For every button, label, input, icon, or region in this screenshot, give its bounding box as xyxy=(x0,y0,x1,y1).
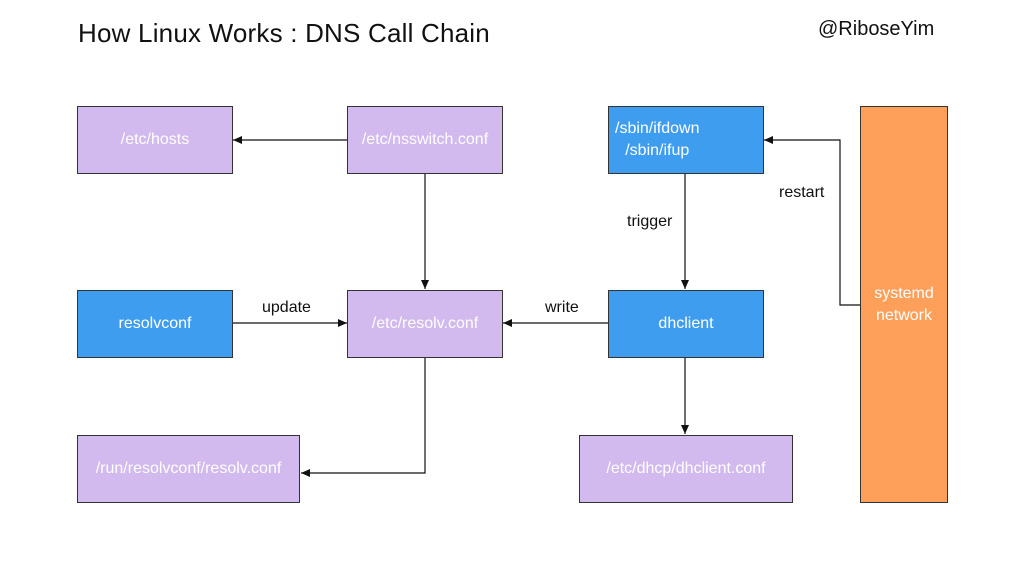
node-sbin-line-2: /sbin/ifup xyxy=(625,142,690,159)
arrow-systemd-to-sbin xyxy=(764,136,860,306)
node-systemd-line-2: network xyxy=(875,306,932,324)
arrow-resolv-to-run xyxy=(301,357,426,477)
node-systemd-line-1: systemd xyxy=(874,284,934,302)
node-resolv-conf: /etc/resolv.conf xyxy=(347,290,503,358)
node-etc-hosts-label: /etc/hosts xyxy=(120,131,190,148)
edge-label-write: write xyxy=(545,299,579,316)
node-sbin-ifdown-ifup: /sbin/ifdown /sbin/ifup xyxy=(608,106,764,174)
node-etc-hosts: /etc/hosts xyxy=(77,106,233,174)
node-resolvconf-label: resolvconf xyxy=(118,315,192,332)
edge-label-restart: restart xyxy=(779,184,825,201)
node-run-resolv-conf-label: /run/resolvconf/resolv.conf xyxy=(95,460,282,477)
node-nsswitch: /etc/nsswitch.conf xyxy=(347,106,503,174)
author-handle: @RiboseYim xyxy=(818,18,935,40)
node-dhclient-label: dhclient xyxy=(658,315,714,332)
node-resolv-conf-label: /etc/resolv.conf xyxy=(371,315,479,332)
edge-label-update: update xyxy=(262,299,311,316)
page-title: How Linux Works : DNS Call Chain xyxy=(78,18,490,48)
edge-label-trigger: trigger xyxy=(627,213,673,230)
node-dhclient-conf: /etc/dhcp/dhclient.conf xyxy=(579,435,793,503)
node-resolvconf: resolvconf xyxy=(77,290,233,358)
node-systemd-network: systemd network xyxy=(860,106,948,503)
node-dhclient: dhclient xyxy=(608,290,764,358)
node-run-resolv-conf: /run/resolvconf/resolv.conf xyxy=(77,435,300,503)
node-dhclient-conf-label: /etc/dhcp/dhclient.conf xyxy=(606,460,766,477)
node-sbin-line-1: /sbin/ifdown xyxy=(615,120,700,137)
node-nsswitch-label: /etc/nsswitch.conf xyxy=(361,131,489,148)
